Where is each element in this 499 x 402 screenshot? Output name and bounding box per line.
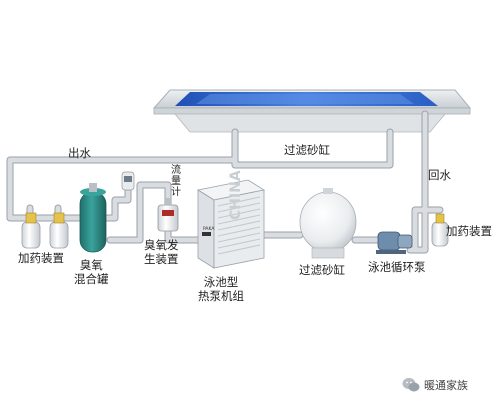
heat-pump-unit [196,179,266,269]
label-flowmeter-char: 量 [171,176,181,187]
label-sand-filter-top: 过滤砂缸 [284,143,330,157]
sand-filter-tank [299,188,357,259]
watermark: 暖通家族 [402,376,468,394]
dosing-device-right [431,213,449,247]
heat-pump-brand-badge: PAKA [203,226,215,232]
label-ozone-generator-line2: 生装置 [144,252,179,266]
ozone-generator [157,198,179,232]
swimming-pool [152,89,472,133]
label-heat-pump-line2: 热泵机组 [198,289,244,303]
watermark-text: 暖通家族 [424,379,468,392]
injector-valve [121,171,135,191]
label-dosing-right: 加药装置 [446,224,492,238]
label-flowmeter-char: 流 [171,165,181,176]
label-dosing-left: 加药装置 [18,251,64,265]
dosing-device-left [21,212,69,249]
label-ozone-generator-line1: 臭氧发 [144,238,179,252]
label-ozone-mixing-tank: 臭氧 混合罐 [74,258,109,286]
label-ozone-mixing-tank-line1: 臭氧 [79,258,103,272]
label-ozone-mixing-tank-line2: 混合罐 [74,272,109,286]
label-heat-pump: 泳池型 热泵机组 [198,275,244,303]
label-sand-filter: 过滤砂缸 [299,263,345,277]
heat-pump-brand-vertical: CHINA [228,170,244,220]
label-flowmeter-char: 计 [171,187,181,198]
label-circulation-pump: 泳池循环泵 [368,260,426,274]
label-flowmeter: 流 量 计 [171,165,181,198]
circulation-pump [376,231,413,254]
label-ozone-generator: 臭氧发 生装置 [144,238,179,266]
label-return-water: 回水 [428,168,451,182]
ozone-mixing-tank [79,183,107,253]
label-outlet-water: 出水 [68,146,91,160]
wechat-icon [402,378,420,392]
label-heat-pump-line1: 泳池型 [203,275,239,289]
